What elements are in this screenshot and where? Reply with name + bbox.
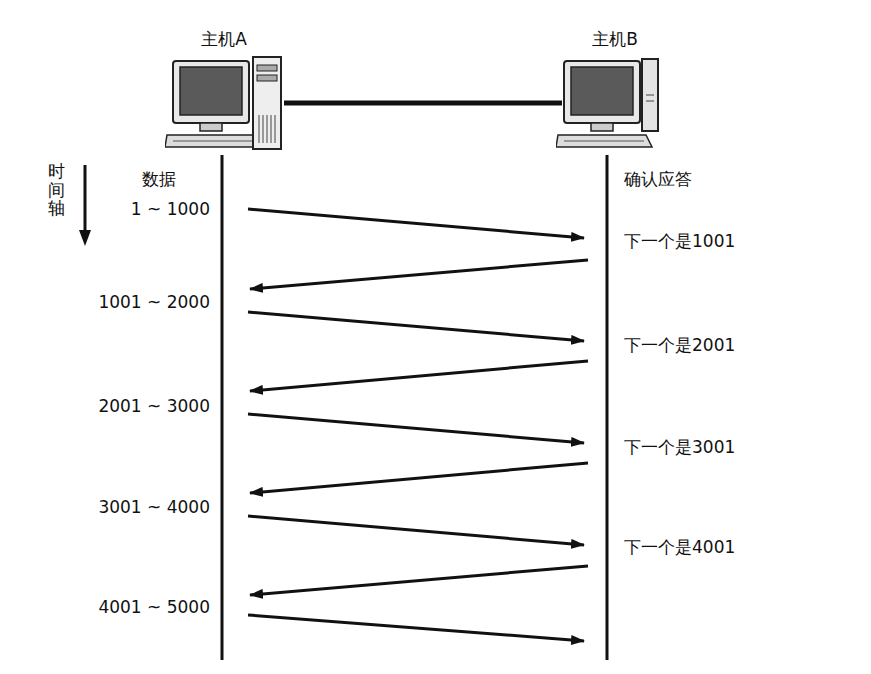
host-computer: 主机B <box>552 28 678 153</box>
data-range: 1 ~ 1000 <box>129 199 212 219</box>
lifeline-a <box>221 155 224 660</box>
message-arrows <box>248 209 588 641</box>
data-range: 4001 ~ 5000 <box>96 597 212 617</box>
ack-label: 下一个是4001 <box>622 536 737 559</box>
ack-label: 下一个是1001 <box>622 230 737 253</box>
column-heading: 数据 <box>140 168 178 191</box>
lifeline-b <box>606 155 609 660</box>
time-axis-label: 时间轴 <box>48 162 65 218</box>
column-heading: 确认应答 <box>622 168 694 191</box>
host-name: 主机B <box>552 28 678 51</box>
host-computer: 主机A <box>160 28 288 153</box>
data-range: 1001 ~ 2000 <box>96 292 212 312</box>
ack-label: 下一个是3001 <box>622 436 737 459</box>
data-range: 2001 ~ 3000 <box>96 396 212 416</box>
network-cable <box>284 103 562 104</box>
host-name: 主机A <box>160 28 288 51</box>
time-axis-arrow <box>79 165 91 246</box>
data-range: 3001 ~ 4000 <box>96 497 212 517</box>
computer-icon <box>165 55 283 153</box>
computer-icon <box>556 55 674 153</box>
ack-label: 下一个是2001 <box>622 334 737 357</box>
